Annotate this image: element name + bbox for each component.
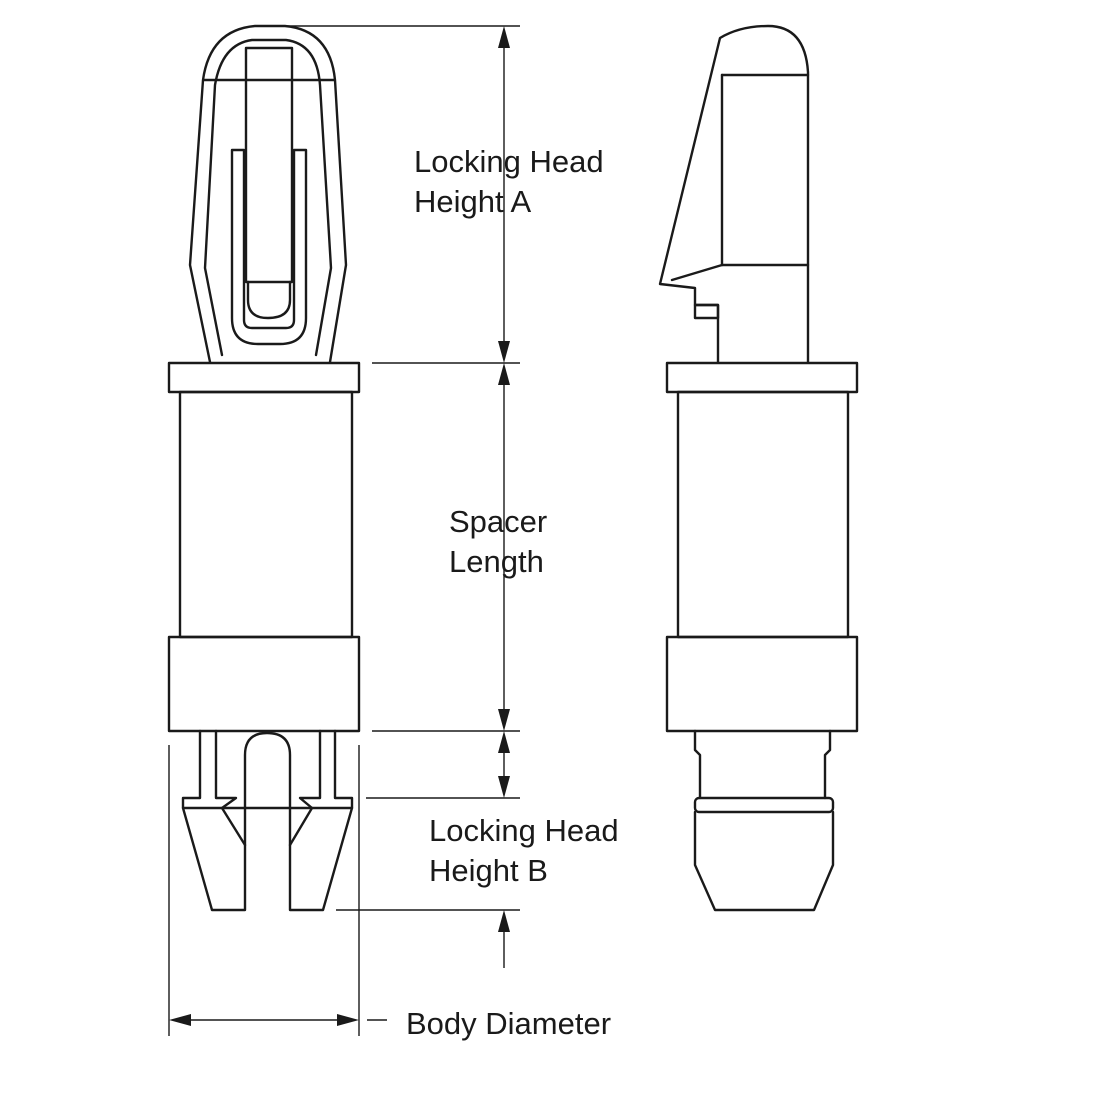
label-head-b-line1: Locking Head: [429, 813, 619, 848]
label-spacer-line1: Spacer: [449, 504, 547, 539]
dimension-labels: Locking Head Height A Spacer Length Lock…: [406, 144, 619, 1041]
arrow-diameter-right: [337, 1014, 359, 1026]
front-lower-head: [181, 729, 354, 912]
label-spacer-line2: Length: [449, 544, 544, 579]
side-lower-collar: [665, 635, 859, 733]
side-lower-tip: [693, 810, 835, 912]
front-view: [167, 24, 361, 912]
side-view: [658, 24, 859, 912]
front-upper-head-outer: [188, 24, 348, 364]
side-flange: [665, 361, 859, 394]
side-upper-ramp-line: [670, 263, 724, 282]
arrow-head-b-mid: [498, 776, 510, 798]
side-upper-head: [658, 24, 810, 364]
front-upper-tongue: [244, 46, 294, 284]
front-upper-slot: [230, 148, 308, 346]
front-upper-tongue-tip: [246, 280, 292, 320]
label-body-diameter: Body Diameter: [406, 1006, 611, 1041]
arrow-head-a-top: [498, 26, 510, 48]
dimension-lines: [168, 25, 520, 1036]
arrow-spacer-top: [498, 363, 510, 385]
arrow-head-b-top: [498, 731, 510, 753]
side-spacer-body: [676, 390, 850, 639]
arrow-head-a-bottom: [498, 341, 510, 363]
front-upper-head-inner: [203, 38, 333, 357]
front-lower-slot-right: [288, 729, 322, 847]
label-head-b-line2: Height B: [429, 853, 548, 888]
side-lower-ring: [693, 796, 835, 814]
front-lower-slot-left: [214, 729, 247, 847]
label-head-a-line1: Locking Head: [414, 144, 604, 179]
front-spacer-body: [178, 390, 354, 639]
arrow-spacer-bottom: [498, 709, 510, 731]
arrow-head-b-bottom: [498, 910, 510, 932]
label-head-a-line2: Height A: [414, 184, 532, 219]
side-upper-notch: [693, 303, 720, 320]
front-flange: [167, 361, 361, 394]
arrow-diameter-left: [169, 1014, 191, 1026]
side-lower-neck: [693, 729, 832, 800]
front-lower-collar: [167, 635, 361, 733]
